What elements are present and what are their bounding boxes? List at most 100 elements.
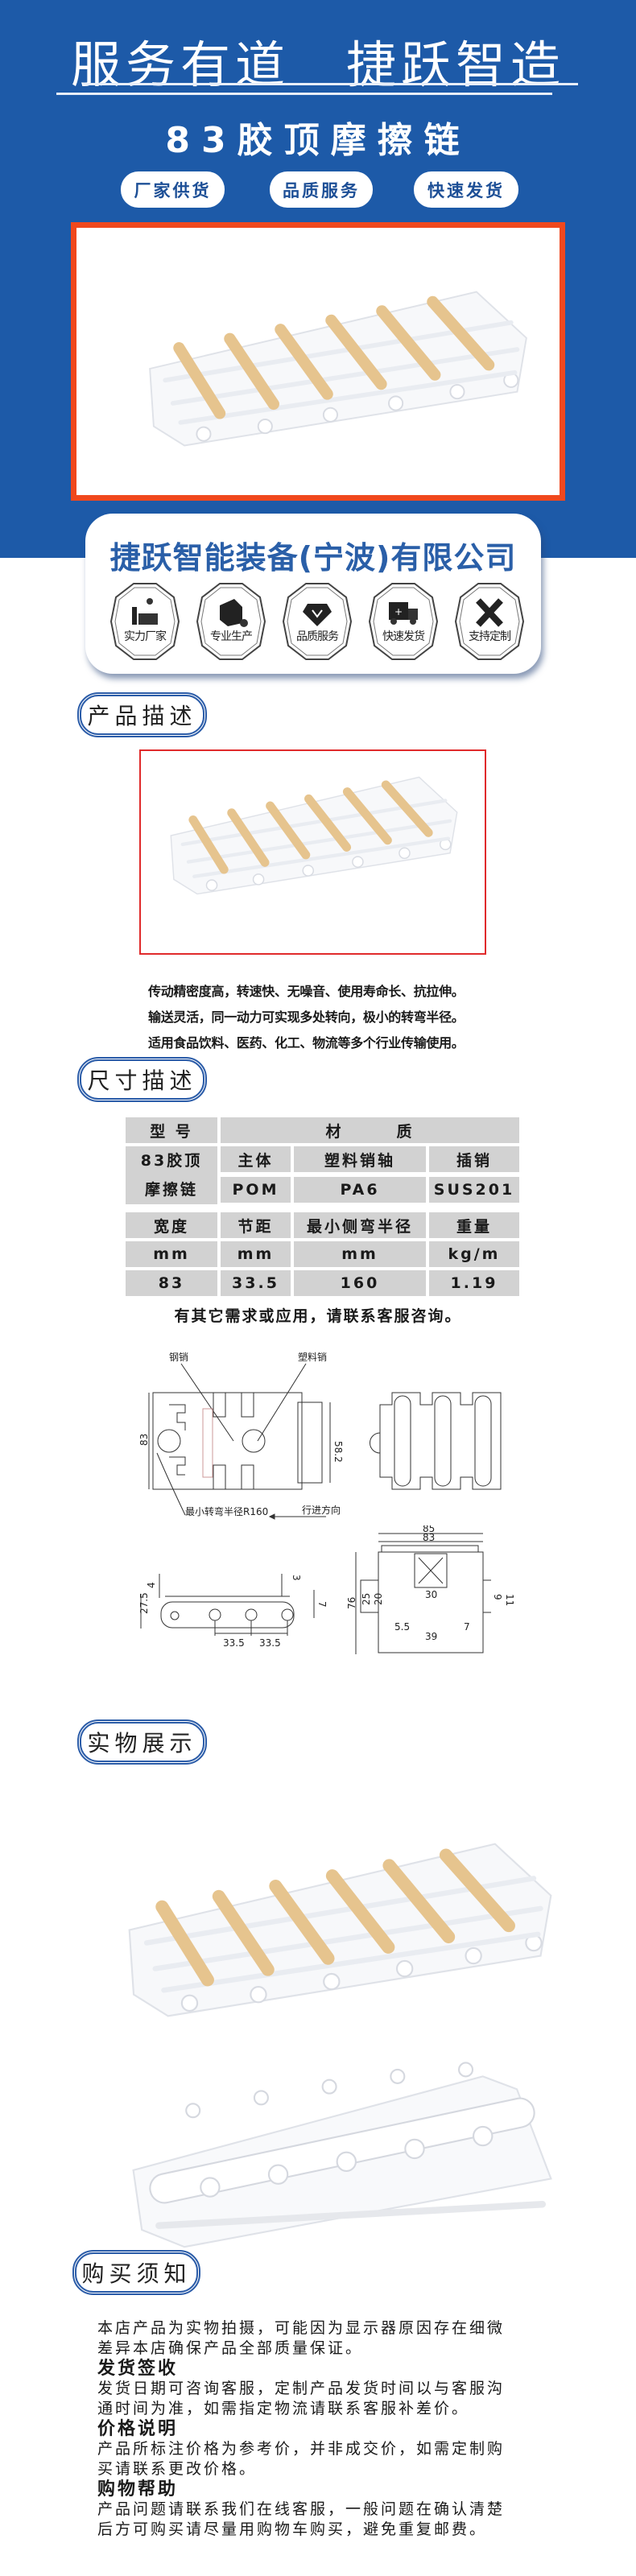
spec-unit-cell: kg/m [429,1241,519,1267]
diamond-icon [282,581,353,662]
slogan-left: 服务有道 [71,35,291,94]
dim-pin-span: 58.2 [332,1441,344,1463]
notice-heading-help: 购物帮助 [97,2479,179,2500]
factory-icon [109,581,180,662]
badge-fast-delivery: 快速发货 [414,171,518,208]
section-header-showcase: 实物展示 [77,1719,207,1765]
section-header-notice: 购买须知 [72,2250,200,2295]
cross-section: 85 83 76 25 20 30 5.5 7 39 9 11 [346,1525,515,1654]
dim-h11: 11 [504,1594,515,1606]
notice-line: 产品所标注价格为参考价，并非成交价，如需定制购 [97,2440,506,2458]
spec-value-cell: 160 [294,1270,426,1296]
company-name: 捷跃智能装备(宁波)有限公司 [109,540,517,576]
box-gear-icon [196,581,266,662]
badge-quality-service: 品质服务 [270,171,373,208]
product-title: 83胶顶摩擦链 [165,120,471,161]
feature-customization: 支持定制 [454,581,525,662]
dim-w55: 5.5 [394,1621,410,1633]
material-label-cell: 主体 [221,1146,291,1172]
feature-quality-service: 品质服务 [282,581,353,662]
table-header-model: 型 号 [126,1117,217,1143]
label-steel-pin: 钢销 [169,1352,188,1363]
section-header-size: 尺寸描述 [77,1057,207,1102]
tools-icon [454,581,525,662]
dim-w39: 39 [425,1631,437,1642]
label-direction: 行进方向 [302,1504,341,1516]
notice-body: 本店产品为实物拍摄，可能因为显示器原因存在细微 差异本店确保产品全部质量保证。 … [97,2318,532,2540]
feature-label: 专业生产 [210,630,253,643]
dim-h25: 25 [361,1593,372,1605]
material-label-cell: 塑料销轴 [294,1146,426,1172]
material-value-cell: SUS201 [429,1177,519,1203]
notice-line: 后方可购买请尽量用购物车购买，避免重复邮费。 [97,2520,488,2538]
spec-value-cell: 33.5 [221,1270,291,1296]
spec-label-cell: 重量 [429,1212,519,1238]
notice-line: 买请联系更改价格。 [97,2460,258,2478]
notice-line: 产品问题请联系我们在线客服，一般问题在确认清楚 [97,2500,506,2518]
spec-unit-cell: mm [221,1241,291,1267]
dim-pitch: 33.5 [259,1637,281,1649]
description-line: 适用食品饮料、医药、化工、物流等多个行业传输使用。 [148,1035,465,1051]
top-view-right [370,1392,502,1490]
spec-table: 型 号 材 质 83胶顶摩擦链 主体 塑料销轴 插销 POM PA6 SUS20… [126,1117,519,1296]
truck-icon: + [368,581,439,662]
spec-unit-cell: mm [126,1241,217,1267]
feature-fast-delivery: + 快速发货 [368,581,439,662]
dim-w7: 7 [464,1621,470,1633]
dim-outer: 85 [423,1525,435,1534]
description-line: 输送灵活，同一动力可实现多处转向，极小的转弯半径。 [148,1009,465,1025]
spec-value-cell: 1.19 [429,1270,519,1296]
badge-factory-supply: 厂家供货 [121,171,225,208]
feature-label: 实力厂家 [124,630,167,643]
chain-product-photo [165,771,463,900]
divider-line [56,93,552,95]
dim-height76: 76 [346,1597,357,1609]
dim-height: 27.5 [138,1592,150,1614]
table-header-material: 材 质 [221,1117,519,1143]
notice-line: 差异本店确保产品全部质量保证。 [97,2339,364,2357]
notice-line: 发货日期可咨询客服，定制产品发货时间以与客服沟 [97,2380,506,2397]
spec-label-cell: 节距 [221,1212,291,1238]
dim-w30: 30 [425,1589,437,1600]
spec-unit-cell: mm [294,1241,426,1267]
chain-product-photo [137,284,539,453]
notice-heading-price: 价格说明 [97,2419,179,2439]
spec-label-cell: 最小侧弯半径 [294,1212,426,1238]
notice-heading-shipping: 发货签收 [97,2359,179,2379]
notice-line: 通时间为准，如需指定物流请联系客服补差价。 [97,2400,470,2417]
dim-width: 83 [138,1434,150,1446]
dim-top-left: 4 [146,1582,157,1588]
divider-line [83,83,578,85]
section-header-description: 产品描述 [77,692,207,737]
feature-label: 快速发货 [382,630,425,643]
dim-h20: 20 [373,1593,384,1605]
material-label-cell: 插销 [429,1146,519,1172]
material-value-cell: POM [221,1177,291,1203]
spec-label-cell: 宽度 [126,1212,217,1238]
side-section-drawing: 27.5 4 3 7 33.5 33.5 85 83 76 25 20 30 5… [138,1525,515,1654]
hero-product-image [71,222,565,501]
feature-label: 品质服务 [296,630,339,643]
contact-note: 有其它需求或应用，请联系客服咨询。 [174,1307,462,1325]
material-value-cell: PA6 [294,1177,426,1203]
model-name-cell: 83胶顶摩擦链 [126,1146,217,1204]
showcase-photo-top [121,1831,560,2029]
label-min-radius: 最小转弯半径R160 [185,1505,268,1517]
feature-label: 支持定制 [469,630,511,643]
description-product-image [139,749,486,955]
feature-professional-production: 专业生产 [196,581,266,662]
dim-inner: 83 [423,1532,435,1543]
dim-top-right: 3 [291,1575,302,1581]
notice-line: 本店产品为实物拍摄，可能因为显示器原因存在细微 [97,2319,506,2337]
company-card: 捷跃智能装备(宁波)有限公司 实力厂家 专业生产 品质服务 + 快速发货 支持定… [85,514,541,674]
showcase-photo-bottom [125,2049,560,2266]
slogan-right: 捷跃智造 [346,35,566,94]
dim-h9: 9 [492,1594,503,1600]
description-line: 传动精密度高，转速快、无噪音、使用寿命长、抗拉伸。 [148,984,465,999]
top-view-drawing: 钢销 塑料销 83 58.2 最小转弯半径R160 行进方向 [138,1351,502,1520]
dim-right: 7 [316,1601,328,1608]
label-plastic-pin: 塑料销 [298,1351,327,1363]
svg-text:+: + [394,606,403,617]
dim-pitch: 33.5 [223,1637,245,1649]
feature-strong-factory: 实力厂家 [109,581,180,662]
